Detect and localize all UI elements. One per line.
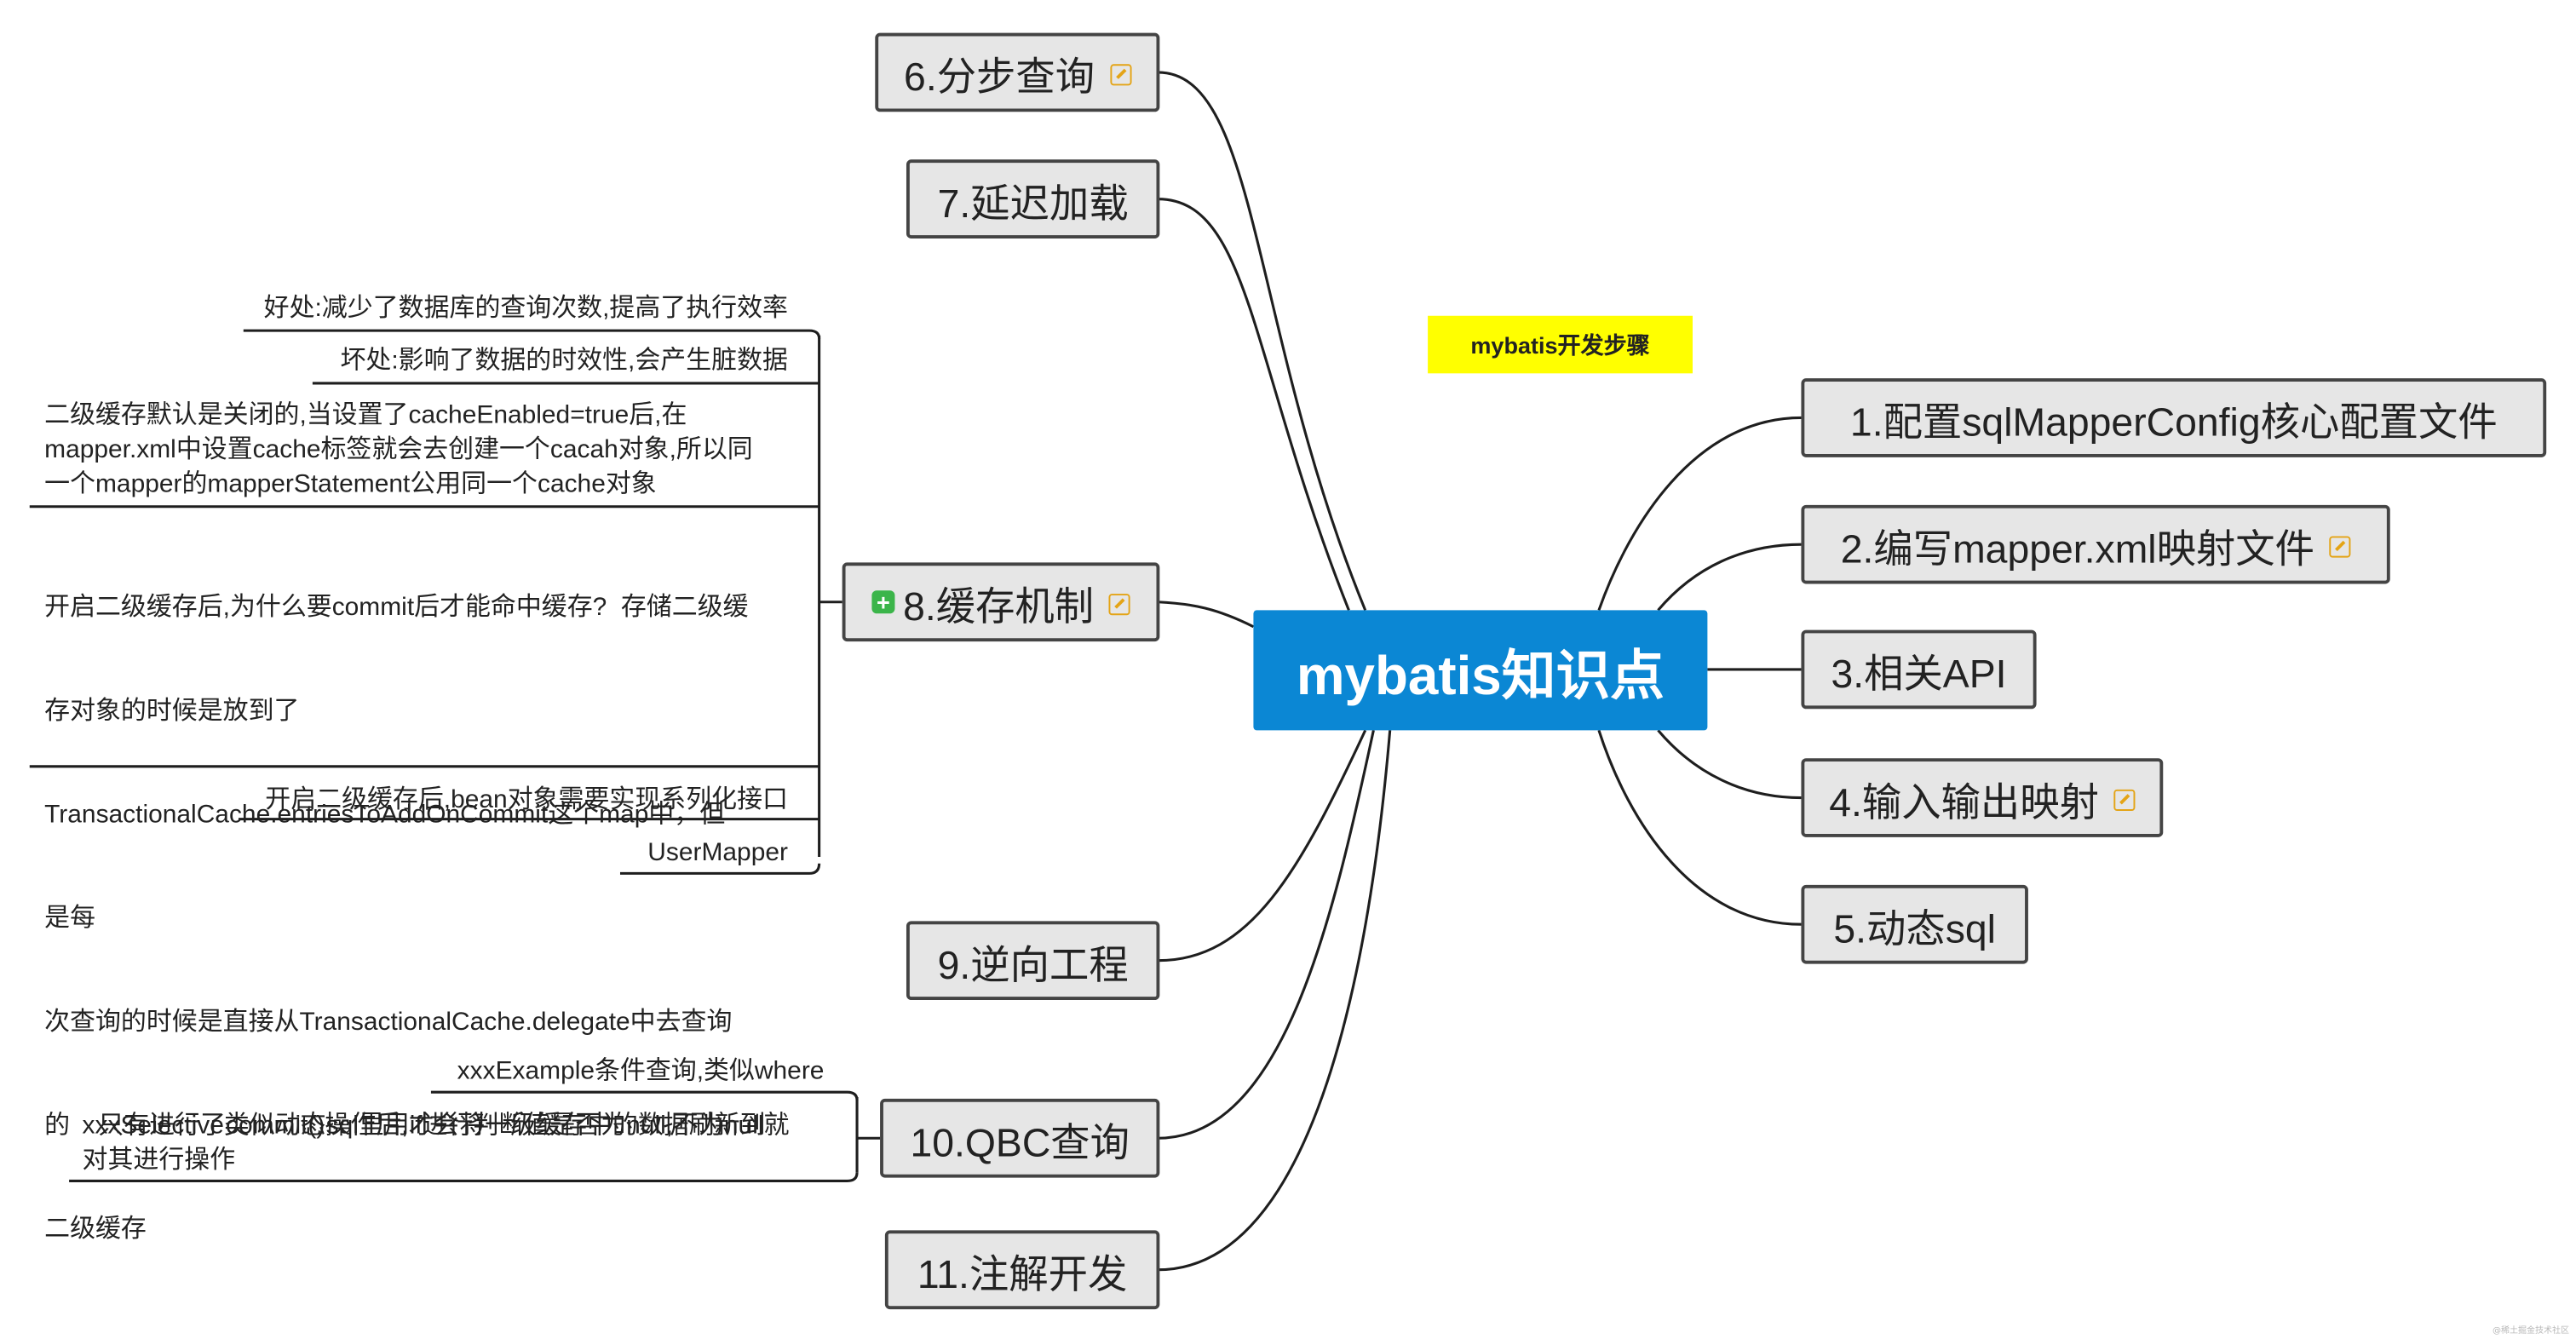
expand-collapse-icon[interactable]: + [871,590,895,614]
connector-7 [1158,198,1350,611]
connector-4 [1657,729,1802,800]
topic-8-label: 8.缓存机制 [903,584,1095,629]
subtopic-text: 好处:减少了数据库的查询次数,提高了执行效率 [263,294,788,323]
topic-5-label: 5.动态sql [1833,906,1996,952]
subtopic-line: 存对象的时候是放到了 [44,697,300,726]
topic-2-label: 2.编写mapper.xml映射文件 [1840,526,2314,572]
cache-subtopic-pros[interactable]: 好处:减少了数据库的查询次数,提高了执行效率 [264,291,788,326]
subtopic-line: 开启二级缓存后,为什么要commit后才能命中缓存? 存储二级缓 [44,594,749,622]
connector-2 [1657,543,1802,612]
topic-2[interactable]: 2.编写mapper.xml映射文件 [1801,504,2390,584]
floating-topic-label: mybatis开发步骤 [1470,331,1650,358]
subtopic-line: xxxSelective类似动态sql里用if进行判断值是否为null,不为nu… [82,1112,790,1141]
topic-1-label: 1.配置sqlMapperConfig核心配置文件 [1849,400,2498,445]
underline-qbc-1 [430,1090,859,1101]
topic-4[interactable]: 4.输入输出映射 [1801,758,2164,837]
underline-cache-6 [619,863,821,875]
note-icon[interactable] [1108,593,1130,615]
subtopic-line: 二级缓存默认是关闭的,当设置了cacheEnabled=true后,在 [44,401,687,429]
topic-10-label: 10.QBC查询 [910,1120,1130,1166]
subtopic-line: 次查询的时候是直接从TransactionalCache.delegate中去查… [44,1008,733,1037]
cache-subtopic-cons[interactable]: 坏处:影响了数据的时效性,会产生脏数据 [340,344,787,379]
topic-6-label: 6.分步查询 [904,55,1095,100]
note-icon[interactable] [1109,63,1131,85]
subtopic-line: 一个mapper的mapperStatement公用同一个cache对象 [44,470,657,499]
qbc-subtopic-selective[interactable]: xxxSelective类似动态sql里用if进行判断值是否为null,不为nu… [83,1108,790,1177]
cache-subtopic-commit-explanation[interactable]: 开启二级缓存后,为什么要commit后才能命中缓存? 存储二级缓 存对象的时候是… [44,521,765,1316]
central-topic-label: mybatis知识点 [1296,643,1665,705]
topic-3-label: 3.相关API [1831,652,2007,697]
topic-7[interactable]: 7.延迟加载 [906,159,1160,238]
topic-9-label: 9.逆向工程 [937,943,1129,988]
topic-5[interactable]: 5.动态sql [1801,884,2028,964]
connector-5 [1597,729,1802,926]
subtopic-text: 坏处:影响了数据的时效性,会产生脏数据 [340,347,788,376]
connector-8 [1158,601,1255,629]
topic-3[interactable]: 3.相关API [1801,629,2037,710]
subtopic-line: 对其进行操作 [82,1146,236,1175]
cache-subtopic-serializable[interactable]: 开启二级缓存后,bean对象需要实现系列化接口 [265,783,788,818]
connector-10 [1158,730,1375,1140]
topic-9[interactable]: 9.逆向工程 [906,921,1160,1001]
subtopic-line: TransactionalCache.entriesToAddOnCommit这… [44,801,726,830]
topic-6[interactable]: 6.分步查询 [875,32,1160,112]
topic-11-label: 11.注解开发 [917,1252,1128,1297]
topic-8[interactable]: +8.缓存机制 [842,562,1160,642]
central-topic[interactable]: mybatis知识点 [1253,610,1708,731]
subtopic-text: xxxExample条件查询,类似where [457,1057,825,1086]
qbc-subtopic-example[interactable]: xxxExample条件查询,类似where [457,1055,825,1089]
subtopic-text: 开启二级缓存后,bean对象需要实现系列化接口 [265,786,788,814]
connector-6 [1158,71,1367,611]
underline-cache-1 [243,329,821,339]
subtopic-line: 的 只有进行了commit()操作后,才会将一级缓存中的数据刷新到 [44,1112,766,1141]
watermark: @稀土掘金技术社区 [2493,1326,2569,1336]
cache-subtopic-second-level-default[interactable]: 二级缓存默认是关闭的,当设置了cacheEnabled=true后,在 mapp… [44,398,753,502]
topic-7-label: 7.延迟加载 [937,181,1129,227]
subtopic-line: mapper.xml中设置cache标签就会去创建一个cacah对象,所以同 [44,435,753,464]
cache-subtopic-usermapper[interactable]: UserMapper [647,836,788,871]
note-icon[interactable] [2329,535,2351,557]
connector-9 [1158,729,1367,963]
underline-qbc-2 [69,1172,859,1183]
floating-topic[interactable]: mybatis开发步骤 [1428,315,1693,374]
subtopic-text: UserMapper [647,838,788,867]
topic-11[interactable]: 11.注解开发 [884,1230,1160,1310]
subtopic-line: 二级缓存 [44,1215,147,1244]
note-icon[interactable] [2113,788,2136,811]
topic-1[interactable]: 1.配置sqlMapperConfig核心配置文件 [1801,378,2547,457]
topic-4-label: 4.输入输出映射 [1829,780,2099,825]
subtopic-line: 是每 [44,905,96,933]
topic-10[interactable]: 10.QBC查询 [880,1098,1160,1178]
connector-11 [1158,730,1392,1272]
connector-1 [1597,416,1802,611]
